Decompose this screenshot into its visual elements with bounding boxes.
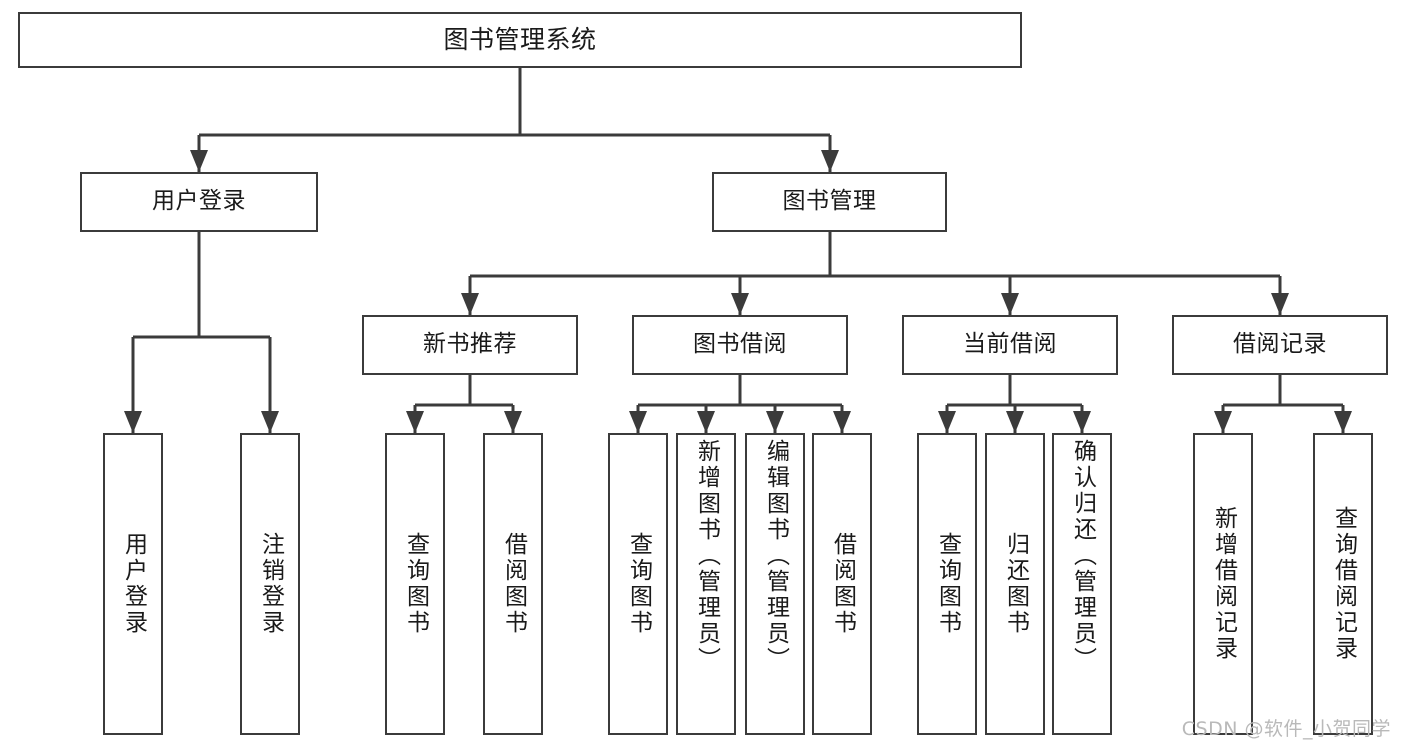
node-leaf-add-book-admin[interactable]: 新增图书（管理员） [676, 433, 736, 735]
node-leaf-query-borrow-record[interactable]: 查询借阅记录 [1313, 433, 1373, 735]
arrowhead-icon [833, 411, 851, 433]
node-leaf-confirm-return-admin-label: 确认归还（管理员） [1069, 439, 1096, 673]
node-leaf-edit-book-admin[interactable]: 编辑图书（管理员） [745, 433, 805, 735]
arrowhead-icon [821, 150, 839, 172]
node-user-login-label: 用户登录 [152, 188, 246, 215]
node-new-book-recommend-label: 新书推荐 [423, 331, 517, 358]
node-new-book-recommend[interactable]: 新书推荐 [362, 315, 578, 375]
arrowhead-icon [938, 411, 956, 433]
arrowhead-icon [766, 411, 784, 433]
node-leaf-confirm-return-admin[interactable]: 确认归还（管理员） [1052, 433, 1112, 735]
arrowhead-icon [1271, 293, 1289, 315]
node-root-label: 图书管理系统 [443, 25, 597, 54]
node-leaf-query-book-bor-label: 查询图书 [625, 532, 652, 636]
node-current-borrow-label: 当前借阅 [963, 331, 1057, 358]
node-leaf-borrow-book-rec[interactable]: 借阅图书 [483, 433, 543, 735]
watermark-text: CSDN @软件_小贺同学 [1181, 718, 1391, 740]
arrowhead-icon [1006, 411, 1024, 433]
node-user-login[interactable]: 用户登录 [80, 172, 318, 232]
node-borrow-record-label: 借阅记录 [1233, 331, 1327, 358]
node-leaf-borrow-book-bor-label: 借阅图书 [829, 532, 856, 636]
node-leaf-query-book-rec[interactable]: 查询图书 [385, 433, 445, 735]
node-root[interactable]: 图书管理系统 [18, 12, 1022, 68]
node-leaf-user-login-label: 用户登录 [120, 532, 147, 636]
connector-lines [124, 68, 1352, 433]
arrowhead-icon [124, 411, 142, 433]
node-leaf-query-book-rec-label: 查询图书 [402, 532, 429, 636]
arrowhead-icon [629, 411, 647, 433]
node-leaf-query-book-bor[interactable]: 查询图书 [608, 433, 668, 735]
node-leaf-add-book-admin-label: 新增图书（管理员） [693, 439, 720, 673]
node-leaf-user-logout[interactable]: 注销登录 [240, 433, 300, 735]
arrowhead-icon [461, 293, 479, 315]
arrowhead-icon [1334, 411, 1352, 433]
node-leaf-user-login[interactable]: 用户登录 [103, 433, 163, 735]
arrowhead-icon [731, 293, 749, 315]
arrowhead-icon [504, 411, 522, 433]
node-leaf-return-book-label: 归还图书 [1002, 532, 1029, 636]
arrowhead-icon [1001, 293, 1019, 315]
node-leaf-return-book[interactable]: 归还图书 [985, 433, 1045, 735]
arrowhead-icon [406, 411, 424, 433]
node-leaf-user-logout-label: 注销登录 [257, 532, 284, 636]
node-leaf-borrow-book-bor[interactable]: 借阅图书 [812, 433, 872, 735]
node-leaf-add-borrow-record[interactable]: 新增借阅记录 [1193, 433, 1253, 735]
arrowhead-icon [1073, 411, 1091, 433]
node-book-borrow-label: 图书借阅 [693, 331, 787, 358]
node-current-borrow[interactable]: 当前借阅 [902, 315, 1118, 375]
node-leaf-add-borrow-record-label: 新增借阅记录 [1210, 506, 1237, 662]
node-leaf-query-book-cur-label: 查询图书 [934, 532, 961, 636]
node-leaf-edit-book-admin-label: 编辑图书（管理员） [762, 439, 789, 673]
node-leaf-query-borrow-record-label: 查询借阅记录 [1330, 506, 1357, 662]
arrowhead-icon [190, 150, 208, 172]
arrowhead-icon [261, 411, 279, 433]
arrowhead-icon [697, 411, 715, 433]
arrowhead-icon [1214, 411, 1232, 433]
node-book-manage[interactable]: 图书管理 [712, 172, 947, 232]
node-borrow-record[interactable]: 借阅记录 [1172, 315, 1388, 375]
node-book-manage-label: 图书管理 [782, 188, 877, 215]
node-leaf-query-book-cur[interactable]: 查询图书 [917, 433, 977, 735]
node-leaf-borrow-book-rec-label: 借阅图书 [500, 532, 527, 636]
node-book-borrow[interactable]: 图书借阅 [632, 315, 848, 375]
